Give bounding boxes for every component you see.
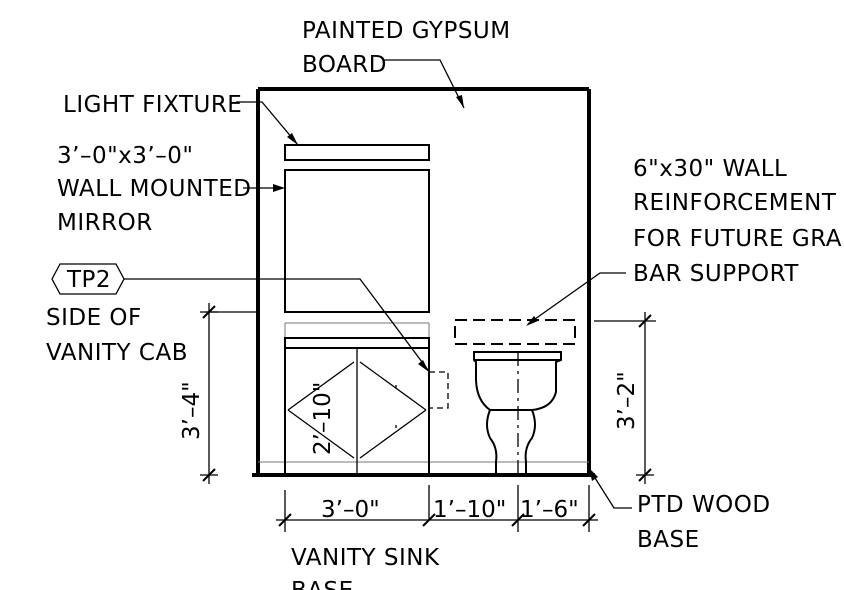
reinforcement-label-1: 6"x30" WALL — [633, 156, 787, 182]
reinforcement-label-2: REINFORCEMENT — [633, 190, 837, 216]
mirror-label-2: WALL MOUNTED — [57, 176, 251, 202]
painted-gypsum-label-1: PAINTED GYPSUM — [302, 18, 511, 44]
side-of-vanity-label-1: SIDE OF — [46, 305, 142, 331]
tp2-tag — [51, 263, 125, 295]
grab-bar-height-dimension: 3’–2" — [614, 371, 640, 430]
side-of-vanity-label-2: VANITY CAB — [46, 340, 188, 366]
painted-gypsum-label-2: BOARD — [302, 52, 387, 78]
vanity-width-dimension: 3’–0" — [321, 497, 380, 523]
tp2-tag-label: TP2 — [66, 267, 111, 293]
mirror-label-3: MIRROR — [57, 210, 153, 236]
ptd-wood-base-label-1: PTD WOOD — [637, 492, 771, 518]
gap-width-dimension: 1’–10" — [433, 497, 506, 523]
toilet-shape — [473, 351, 562, 475]
light-fixture-label: LIGHT FIXTURE — [63, 92, 242, 118]
light-fixture-shape — [284, 144, 430, 161]
reinforcement-label-4: BAR SUPPORT — [633, 261, 799, 287]
dimension-lines — [200, 303, 656, 532]
overall-height-dimension: 3’–4" — [179, 381, 205, 440]
vanity-cabinet — [284, 322, 449, 476]
grab-bar-reinforcement-shape — [454, 319, 576, 345]
toilet-centerline-dimension: 1’–6" — [520, 497, 579, 523]
reinforcement-label-3: FOR FUTURE GRAB — [633, 226, 844, 252]
vanity-sink-base-label-2: BASE — [291, 578, 354, 590]
mirror-shape — [284, 169, 430, 313]
leader-lines — [124, 59, 632, 509]
ptd-wood-base-label-2: BASE — [637, 527, 700, 553]
mirror-label-1: 3’–0"x3’–0" — [57, 143, 193, 169]
vanity-sink-base-label-1: VANITY SINK — [291, 545, 440, 571]
door-height-dimension: 2’–10" — [310, 382, 336, 455]
wall-outline — [252, 87, 595, 477]
